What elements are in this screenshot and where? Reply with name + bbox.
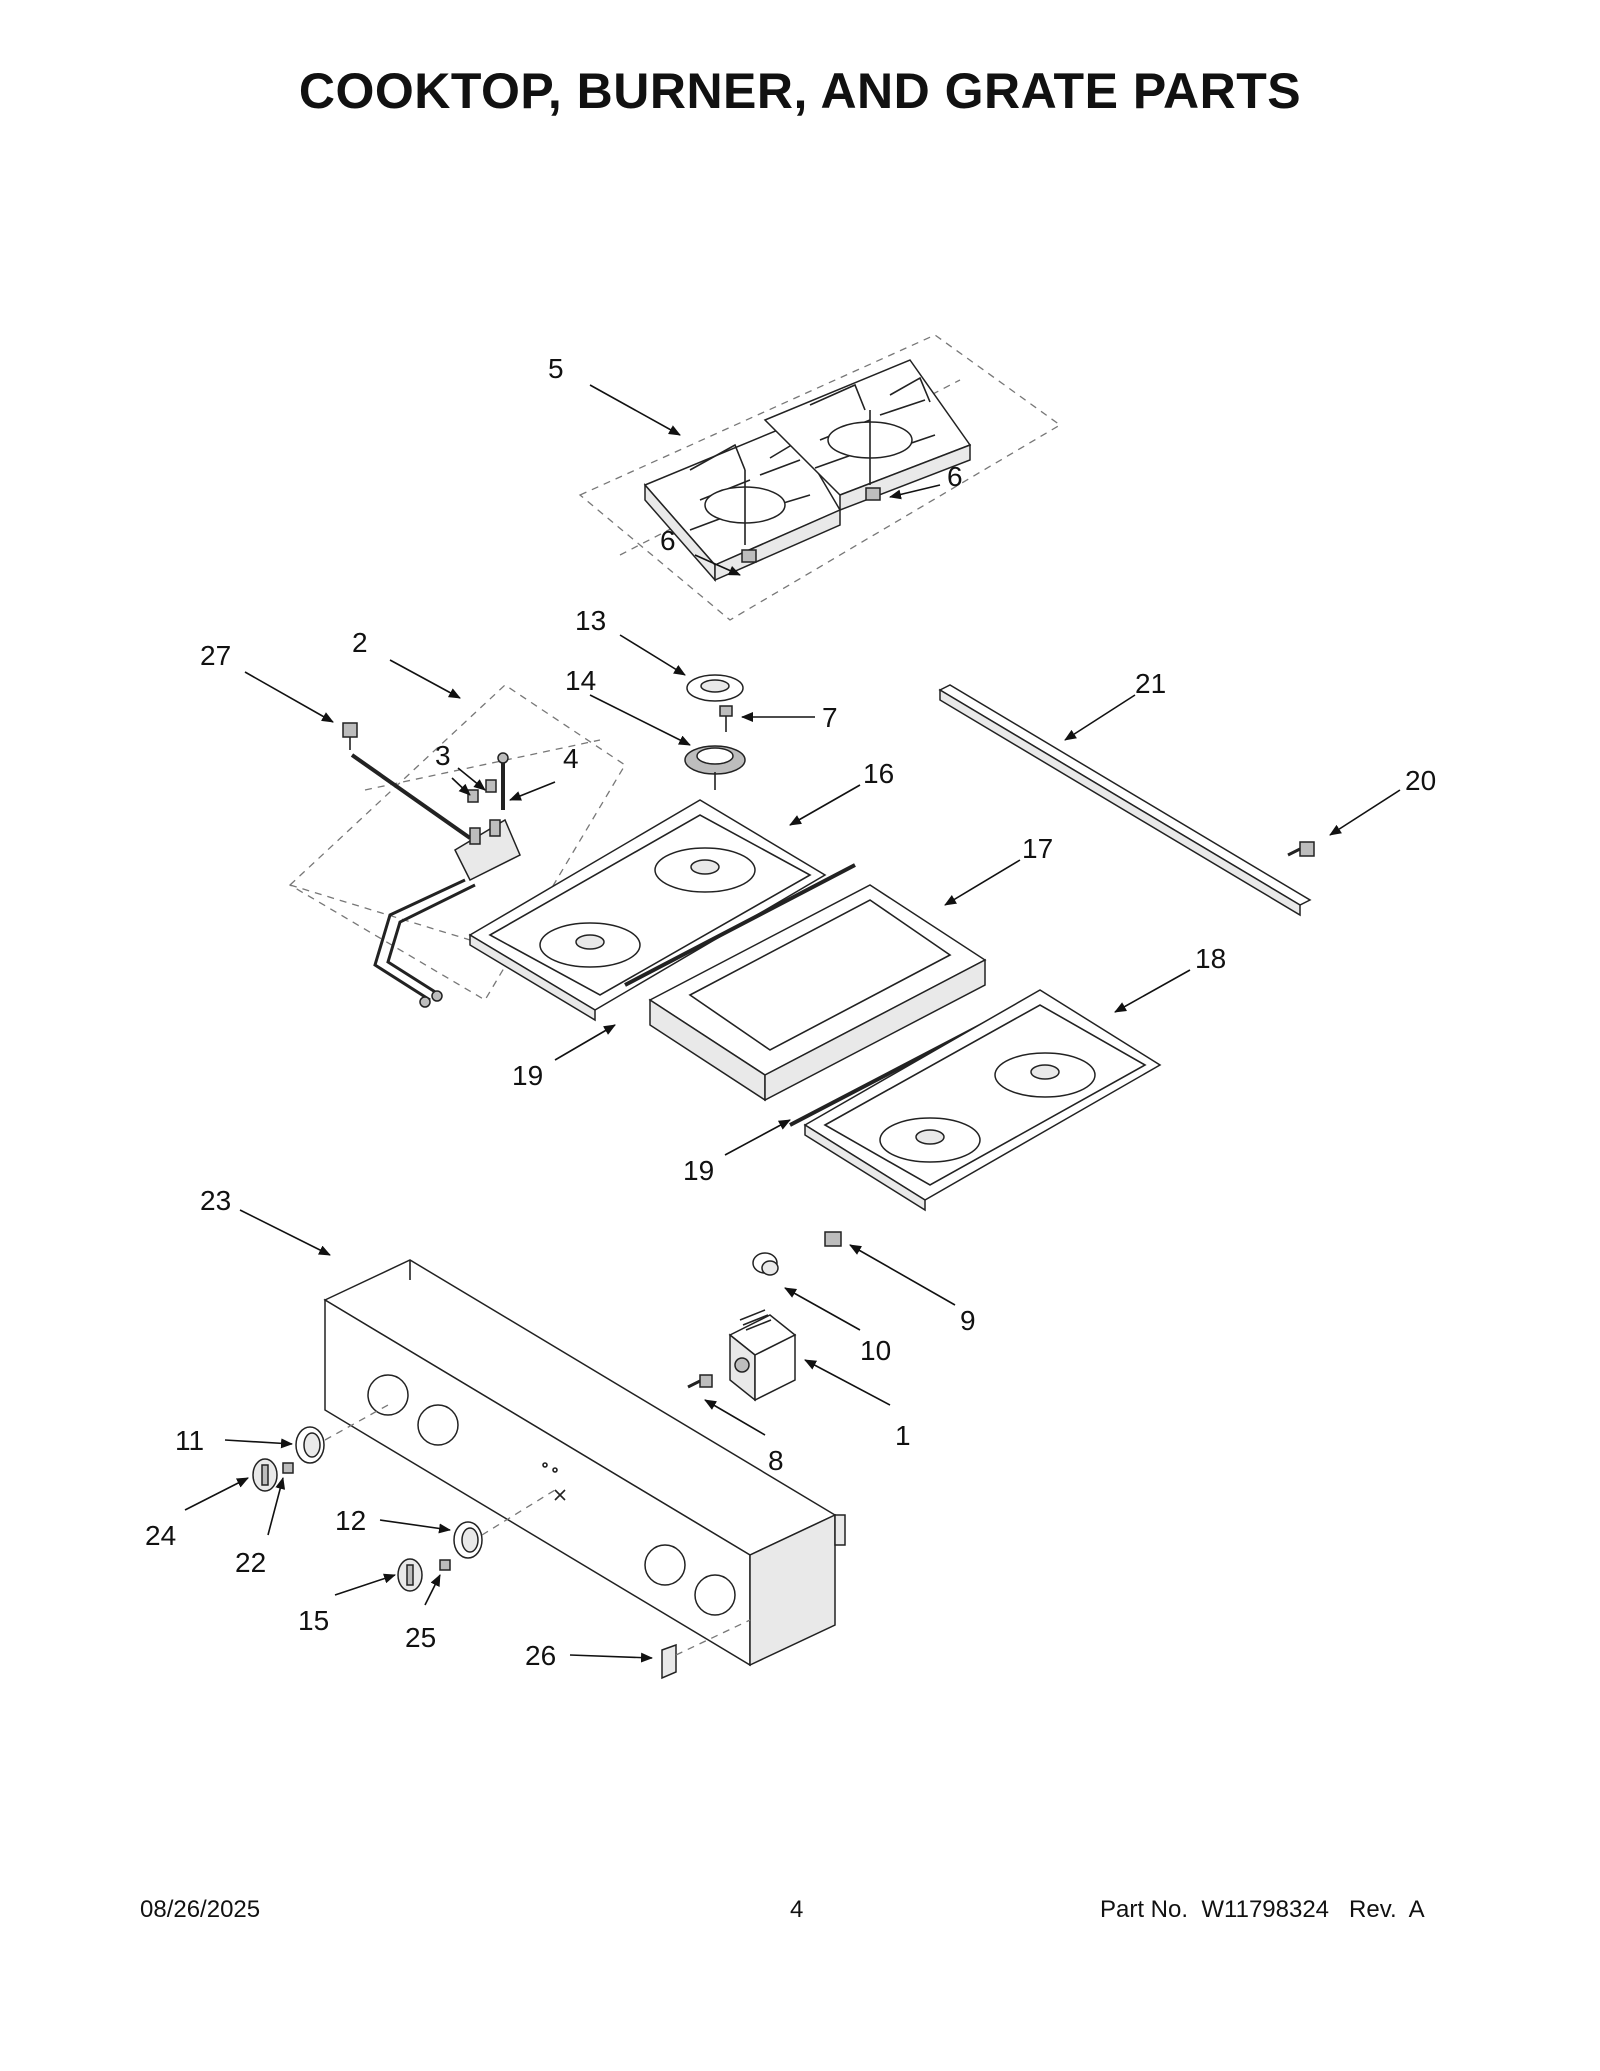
switch-9	[824, 1231, 842, 1247]
bezel-12	[453, 1521, 483, 1559]
callout-15: 15	[298, 1605, 329, 1636]
burner-cap-base	[684, 674, 746, 790]
callout-26: 26	[525, 1640, 556, 1671]
callout-27: 27	[200, 640, 231, 671]
callout-18: 18	[1195, 943, 1226, 974]
knob-10	[752, 1252, 779, 1276]
callout-5: 5	[548, 353, 564, 384]
cooktop-panel-right	[803, 989, 1162, 1212]
callout-3: 3	[435, 740, 451, 771]
screw-8	[687, 1374, 713, 1389]
callout-24: 24	[145, 1520, 176, 1551]
callout-6a: 6	[947, 461, 963, 492]
callout-16: 16	[863, 758, 894, 789]
callout-4: 4	[563, 743, 579, 774]
callout-19a: 19	[512, 1060, 543, 1091]
footer-page-number: 4	[790, 1896, 804, 1923]
callout-12: 12	[335, 1505, 366, 1536]
callout-23: 23	[200, 1185, 231, 1216]
callout-8: 8	[768, 1445, 784, 1476]
center-pan	[648, 884, 987, 1102]
callout-11: 11	[175, 1425, 204, 1456]
callout-13: 13	[575, 605, 606, 636]
callout-17: 17	[1022, 833, 1053, 864]
part-number: W11798324	[1201, 1896, 1330, 1923]
valve-tubing-assembly	[288, 684, 626, 1008]
bezel-11	[295, 1426, 325, 1464]
callout-6b: 6	[660, 525, 676, 556]
callout-22: 22	[235, 1547, 266, 1578]
control-panel	[323, 1259, 846, 1667]
callout-1: 1	[895, 1420, 911, 1451]
footer-part-number: Part No. W11798324 Rev. A	[1100, 1896, 1425, 1924]
callout-20: 20	[1405, 765, 1436, 796]
footer-date: 08/26/2025	[140, 1896, 261, 1923]
leader-lines	[184, 384, 1401, 1663]
part-label: Part No.	[1100, 1896, 1189, 1923]
callout-14: 14	[565, 665, 596, 696]
knob-24	[252, 1458, 278, 1492]
grate-right	[763, 359, 972, 512]
knob-15	[397, 1558, 423, 1592]
spark-module	[728, 1309, 797, 1402]
rev-label: Rev.	[1349, 1896, 1397, 1923]
cooktop-panel-left	[468, 799, 827, 1022]
callout-2: 2	[352, 627, 368, 658]
callout-19b: 19	[683, 1155, 714, 1186]
screw-20	[1287, 841, 1315, 857]
callout-10: 10	[860, 1335, 891, 1366]
rev-value: A	[1408, 1896, 1425, 1923]
clip-26	[661, 1643, 677, 1680]
callout-9: 9	[960, 1305, 976, 1336]
page-title: COOKTOP, BURNER, AND GRATE PARTS	[298, 63, 1302, 119]
callouts: 5 6 6 13 2 27 14 7 3 4 16 21 17 20 18 19…	[145, 353, 1436, 1671]
callout-7: 7	[822, 702, 838, 733]
screw-25	[439, 1559, 451, 1571]
callout-21: 21	[1135, 668, 1166, 699]
grate-left	[643, 424, 842, 582]
grate-assembly	[578, 334, 1062, 621]
rear-trim	[938, 684, 1312, 917]
callout-25: 25	[405, 1622, 436, 1653]
screw-22	[282, 1462, 294, 1474]
